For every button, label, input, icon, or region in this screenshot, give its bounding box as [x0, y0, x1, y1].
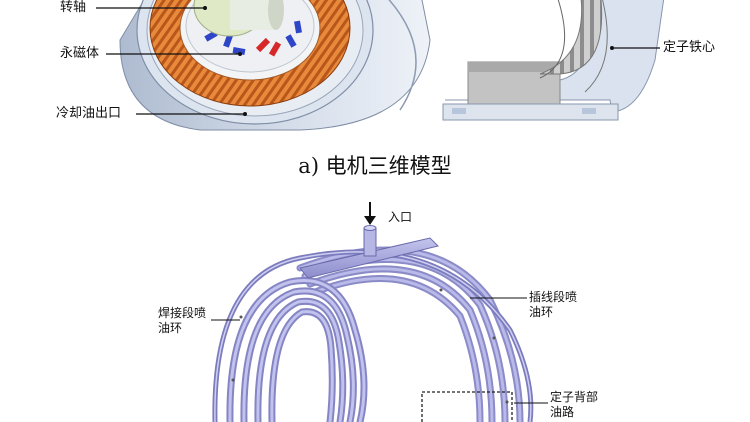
- figure-caption: a) 电机三维模型: [298, 154, 452, 178]
- insert-ring-label: 插线段喷油环: [529, 290, 578, 319]
- shaft-label: 转轴: [60, 0, 87, 15]
- inlet-pipe: [363, 227, 377, 257]
- arrow-down-icon: [364, 216, 376, 225]
- stator-core-label: 定子铁心: [663, 40, 716, 55]
- motor-model-left: [119, 0, 431, 131]
- oil-ring-model: [212, 225, 534, 422]
- stator-core-model: [442, 0, 665, 121]
- weld-ring-label: 焊接段喷油环: [158, 306, 207, 335]
- inlet-label: 入口: [388, 210, 413, 224]
- magnet-label: 永磁体: [60, 46, 100, 61]
- back-oil-path-box: [421, 391, 513, 422]
- oil-outlet-label: 冷却油出口: [56, 106, 122, 121]
- back-oil-path-label: 定子背部油路: [550, 390, 599, 419]
